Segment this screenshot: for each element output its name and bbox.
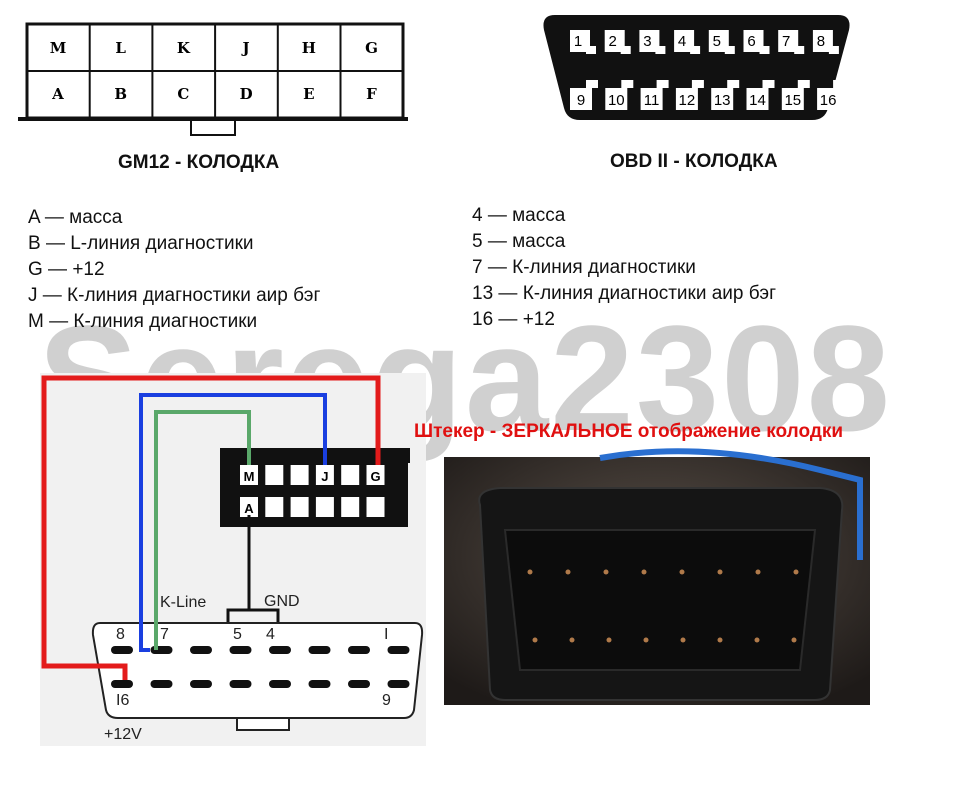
gm12-socket bbox=[240, 497, 258, 517]
obd-pin bbox=[229, 680, 252, 688]
gm12-pin-label: M bbox=[244, 469, 255, 484]
pinout-item: 4 — масса bbox=[472, 205, 566, 226]
obd2-pin-label: 14 bbox=[749, 92, 766, 109]
gm12-socket bbox=[290, 465, 309, 485]
v12-label: +12V bbox=[104, 726, 142, 743]
gm12-pinout-list: A — масса B — L-линия диагностики G — +1… bbox=[28, 205, 320, 335]
obd-pin bbox=[150, 680, 173, 688]
obd2-pin-label: 4 bbox=[678, 33, 686, 50]
pinout-item: G — +12 bbox=[28, 259, 105, 280]
obd2-pin-label: 11 bbox=[644, 92, 660, 109]
gm12-socket bbox=[265, 465, 284, 485]
obd-pin bbox=[111, 680, 133, 688]
obd2-pin-label: 5 bbox=[713, 33, 721, 50]
pinout-item: 7 — К-линия диагностики bbox=[472, 257, 696, 278]
obd-pin bbox=[190, 680, 212, 688]
obd-pin-label: 7 bbox=[160, 626, 169, 643]
gm12-pin-label: B bbox=[114, 85, 127, 103]
obd-pin bbox=[111, 646, 133, 654]
obd-pin bbox=[348, 646, 370, 654]
gm12-socket bbox=[290, 497, 309, 517]
obd2-pin-label: 15 bbox=[784, 92, 801, 109]
gm12-socket bbox=[315, 465, 334, 485]
gm12-pin-label: H bbox=[302, 39, 316, 57]
gm12-pin-label: F bbox=[366, 85, 377, 103]
gm12-socket bbox=[341, 497, 360, 517]
gm12-socket bbox=[366, 497, 385, 517]
obd2-pin-label: 9 bbox=[577, 92, 585, 109]
obd2-pin-label: 8 bbox=[817, 33, 825, 50]
pinout-item: 13 — К-линия диагностики аир бэг bbox=[472, 283, 777, 304]
gm12-pin-label: G bbox=[370, 469, 380, 484]
gm12-pin-label: D bbox=[240, 85, 253, 103]
gm12-pin-label: A bbox=[51, 85, 64, 103]
obd-pin bbox=[348, 680, 370, 688]
obd-pin bbox=[387, 646, 410, 654]
connector-photo bbox=[444, 448, 870, 705]
gm12-title: GM12 - КОЛОДКА bbox=[118, 152, 280, 173]
gm12-pin-label: M bbox=[50, 39, 67, 57]
pinout-item: J — К-линия диагностики аир бэг bbox=[28, 285, 321, 306]
obd-pin-label: I6 bbox=[116, 692, 130, 709]
mirror-note: Штекер - ЗЕРКАЛЬНОЕ отображение колодки bbox=[414, 421, 844, 442]
gm12-pin-label: C bbox=[177, 85, 189, 103]
obd2-pin-label: 6 bbox=[747, 33, 755, 50]
gm12-socket bbox=[265, 497, 284, 517]
obd2-pin-label: 7 bbox=[782, 33, 790, 50]
obd-pin bbox=[387, 680, 410, 688]
obd-pin bbox=[150, 646, 173, 654]
pinout-item: B — L-линия диагностики bbox=[28, 233, 254, 254]
obd2-pin-label: 13 bbox=[714, 92, 731, 109]
obd2-pinout-list: 4 — масса 5 — масса 7 — К-линия диагност… bbox=[472, 203, 776, 333]
gm12-pin-label: G bbox=[365, 39, 378, 57]
pinout-item: 16 — +12 bbox=[472, 309, 555, 330]
gm12-socket bbox=[366, 465, 385, 485]
gm12-connector: M L K J H G A B C D E F bbox=[18, 22, 408, 136]
obd2-pin-label: 3 bbox=[643, 33, 651, 50]
obd2-pin-label: 12 bbox=[679, 92, 696, 109]
obd-pin-label: 4 bbox=[266, 626, 275, 643]
obd-pin bbox=[269, 646, 291, 654]
obd-pin-label: 9 bbox=[382, 692, 391, 709]
gm12-pin-label: L bbox=[115, 39, 126, 57]
pinout-item: 5 — масса bbox=[472, 231, 566, 252]
obd2-pin-label: 16 bbox=[820, 92, 837, 109]
gm12-socket bbox=[240, 465, 258, 485]
obd-pin bbox=[308, 646, 331, 654]
obd2-pin-label: 1 bbox=[574, 33, 582, 50]
gm12-pin-label: A bbox=[244, 501, 254, 516]
obd-pin bbox=[190, 646, 212, 654]
obd-pin bbox=[308, 680, 331, 688]
obd-pin-label: I bbox=[384, 626, 389, 643]
obd-pin bbox=[269, 680, 291, 688]
gm12-pin-label: J bbox=[241, 39, 250, 57]
pinout-item: A — масса bbox=[28, 207, 123, 228]
obd-pin bbox=[229, 646, 252, 654]
pinout-item: M — К-линия диагностики bbox=[28, 311, 258, 332]
gm12-pin-label: J bbox=[321, 469, 328, 484]
gm12-socket bbox=[315, 497, 334, 517]
gm12-pin-label: E bbox=[303, 85, 314, 103]
obd-pin-label: 5 bbox=[233, 626, 242, 643]
obd2-title: OBD II - КОЛОДКА bbox=[610, 151, 778, 172]
gm12-pin-label: K bbox=[177, 39, 191, 57]
obd-pin-label: 8 bbox=[116, 626, 125, 643]
obd2-pin-label: 2 bbox=[609, 33, 617, 50]
obd2-pin-label: 10 bbox=[608, 92, 625, 109]
k-line-label: K-Line bbox=[160, 594, 207, 611]
wiring-diagram: M A J G bbox=[40, 373, 426, 746]
gnd-label: GND bbox=[264, 593, 300, 610]
gm12-socket bbox=[341, 465, 360, 485]
